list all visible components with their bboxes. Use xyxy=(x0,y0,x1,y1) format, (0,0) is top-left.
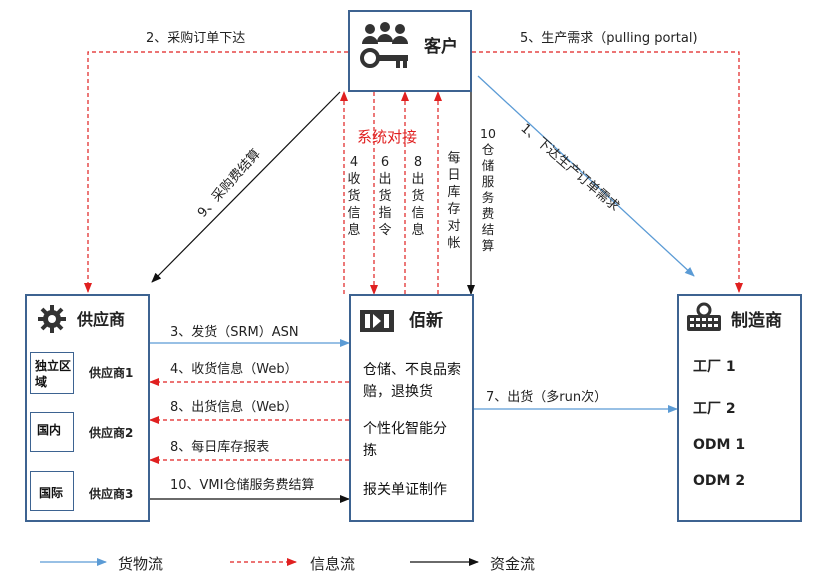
supplier-region-1: 独立区 域 xyxy=(30,352,74,394)
flow-10-label: 10、VMI仓储服务费结算 xyxy=(170,478,315,493)
supplier-label: 供应商 xyxy=(77,310,126,329)
supplier-region-3: 国际 xyxy=(30,471,74,511)
baixin-box: 佰新 仓储、不良品索赔，退换货 个性化智能分拣 报关单证制作 xyxy=(349,294,474,522)
flow-2-line xyxy=(84,51,348,293)
baixin-service-3: 报关单证制作 xyxy=(363,482,447,498)
manufacturer-item-2: 工厂 2 xyxy=(693,401,736,417)
manufacturer-item-1: 工厂 1 xyxy=(693,359,736,375)
legend-info-label: 信息流 xyxy=(310,555,356,573)
flow-1-line xyxy=(477,75,695,277)
flow-v8-label: 8出货信息 xyxy=(411,155,425,238)
supplier-name-2: 供应商2 xyxy=(89,426,134,440)
manufacturer-item-3: ODM 1 xyxy=(693,437,746,453)
flow-v10-label: 10仓储服务费结算 xyxy=(480,126,496,253)
customer-box: 客户 xyxy=(348,10,472,92)
legend-goods-label: 货物流 xyxy=(118,555,164,573)
supplier-name-1: 供应商1 xyxy=(89,366,134,380)
factory-icon xyxy=(687,302,721,331)
flow-vdaily-label: 每日库存对帐 xyxy=(447,151,461,251)
warehouse-icon xyxy=(360,310,394,332)
flow-5-label: 5、生产需求（pulling portal) xyxy=(520,31,698,46)
flow-7-label: 7、出货（多run次） xyxy=(486,390,608,405)
flow-3-label: 3、发货（SRM）ASN xyxy=(170,325,299,340)
customer-label: 客户 xyxy=(424,37,458,57)
baixin-service-1: 仓储、不良品索赔，退换货 xyxy=(363,362,461,400)
flow-5-line xyxy=(472,51,743,293)
flow-9-line xyxy=(151,91,341,283)
baixin-service-2: 个性化智能分拣 xyxy=(363,421,447,459)
flow-v6-label: 6出货指令 xyxy=(378,155,392,238)
system-link-label: 系统对接 xyxy=(357,128,418,146)
people-key-icon xyxy=(360,22,408,68)
flow-8a-label: 8、出货信息（Web） xyxy=(170,400,298,415)
manufacturer-item-4: ODM 2 xyxy=(693,473,746,489)
supplier-box: 供应商 独立区 域 供应商1 国内 供应商2 国际 供应商3 xyxy=(25,294,150,522)
supplier-region-2: 国内 xyxy=(30,412,74,452)
manufacturer-label: 制造商 xyxy=(731,311,782,331)
supplier-name-3: 供应商3 xyxy=(89,487,134,501)
manufacturer-box: 制造商 工厂 1 工厂 2 ODM 1 ODM 2 xyxy=(677,294,802,522)
baixin-label: 佰新 xyxy=(409,311,443,331)
gear-icon xyxy=(38,305,66,333)
flow-v4-label: 4收货信息 xyxy=(347,155,361,238)
flow-2-label: 2、采购订单下达 xyxy=(146,31,246,46)
flow-4-label: 4、收货信息（Web） xyxy=(170,362,298,377)
flow-8b-label: 8、每日库存报表 xyxy=(170,440,270,455)
legend-money-label: 资金流 xyxy=(490,555,536,573)
